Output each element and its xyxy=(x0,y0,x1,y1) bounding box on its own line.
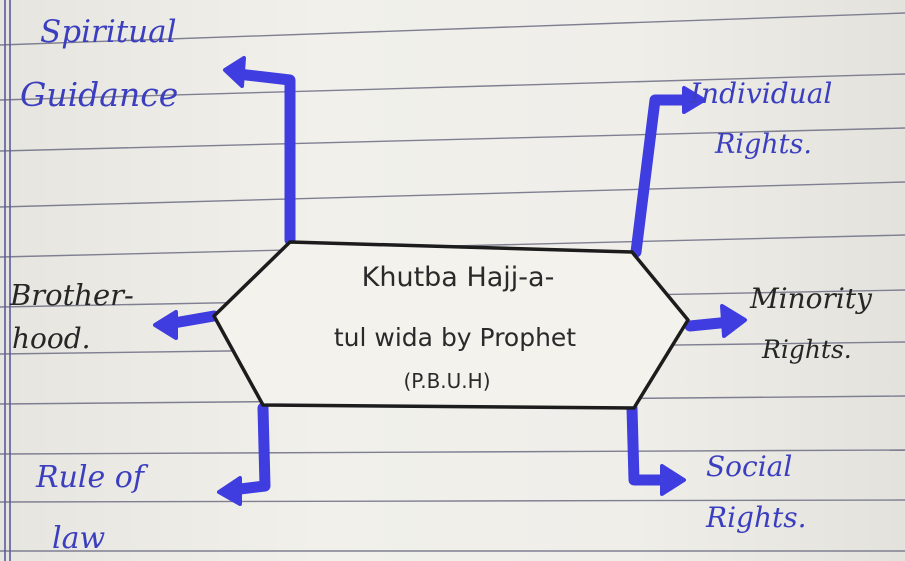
rule-line xyxy=(0,449,905,455)
label-individual-line1: Individual xyxy=(689,77,832,110)
arrow-individual xyxy=(630,94,698,258)
rule-line xyxy=(0,499,905,503)
center-title-line2: tul wida by Prophet xyxy=(334,323,576,352)
rule-line xyxy=(0,73,905,101)
arrow-heads xyxy=(153,56,747,506)
label-social-line2: Rights. xyxy=(705,501,807,534)
arrow-head-spiritual xyxy=(223,56,246,88)
label-social-line1: Social xyxy=(706,450,792,483)
arrow-head-minority xyxy=(720,304,747,338)
label-brotherhood-line1: Brother- xyxy=(9,278,134,312)
rule-line xyxy=(0,127,905,152)
rule-line xyxy=(0,12,905,46)
arrow-spiritual xyxy=(232,68,296,246)
arrow-head-social xyxy=(660,464,686,496)
arrow-social xyxy=(626,402,674,486)
arrow-head-individual xyxy=(682,86,706,114)
label-individual-line2: Rights. xyxy=(714,129,812,160)
label-brotherhood-line2: hood. xyxy=(12,322,91,355)
arrow-head-brotherhood xyxy=(153,310,178,340)
label-minority-line2: Rights. xyxy=(761,335,852,364)
arrow-rule xyxy=(226,402,271,496)
center-title-line3: (P.B.U.H) xyxy=(403,369,490,393)
center-title-line1: Khutba Hajj-a- xyxy=(362,262,555,293)
arrow-head-rule xyxy=(217,476,242,506)
label-rule-line1: Rule of xyxy=(35,460,149,495)
central-hexagon xyxy=(212,240,690,410)
connector-arrows xyxy=(162,68,736,496)
label-minority-line1: Minority xyxy=(749,282,873,315)
margin-lines xyxy=(4,0,11,561)
rule-line xyxy=(0,181,905,208)
label-spiritual-line2: Guidance xyxy=(20,75,178,114)
label-rule-line2: law xyxy=(52,521,105,556)
label-spiritual-line1: Spiritual xyxy=(40,14,177,50)
